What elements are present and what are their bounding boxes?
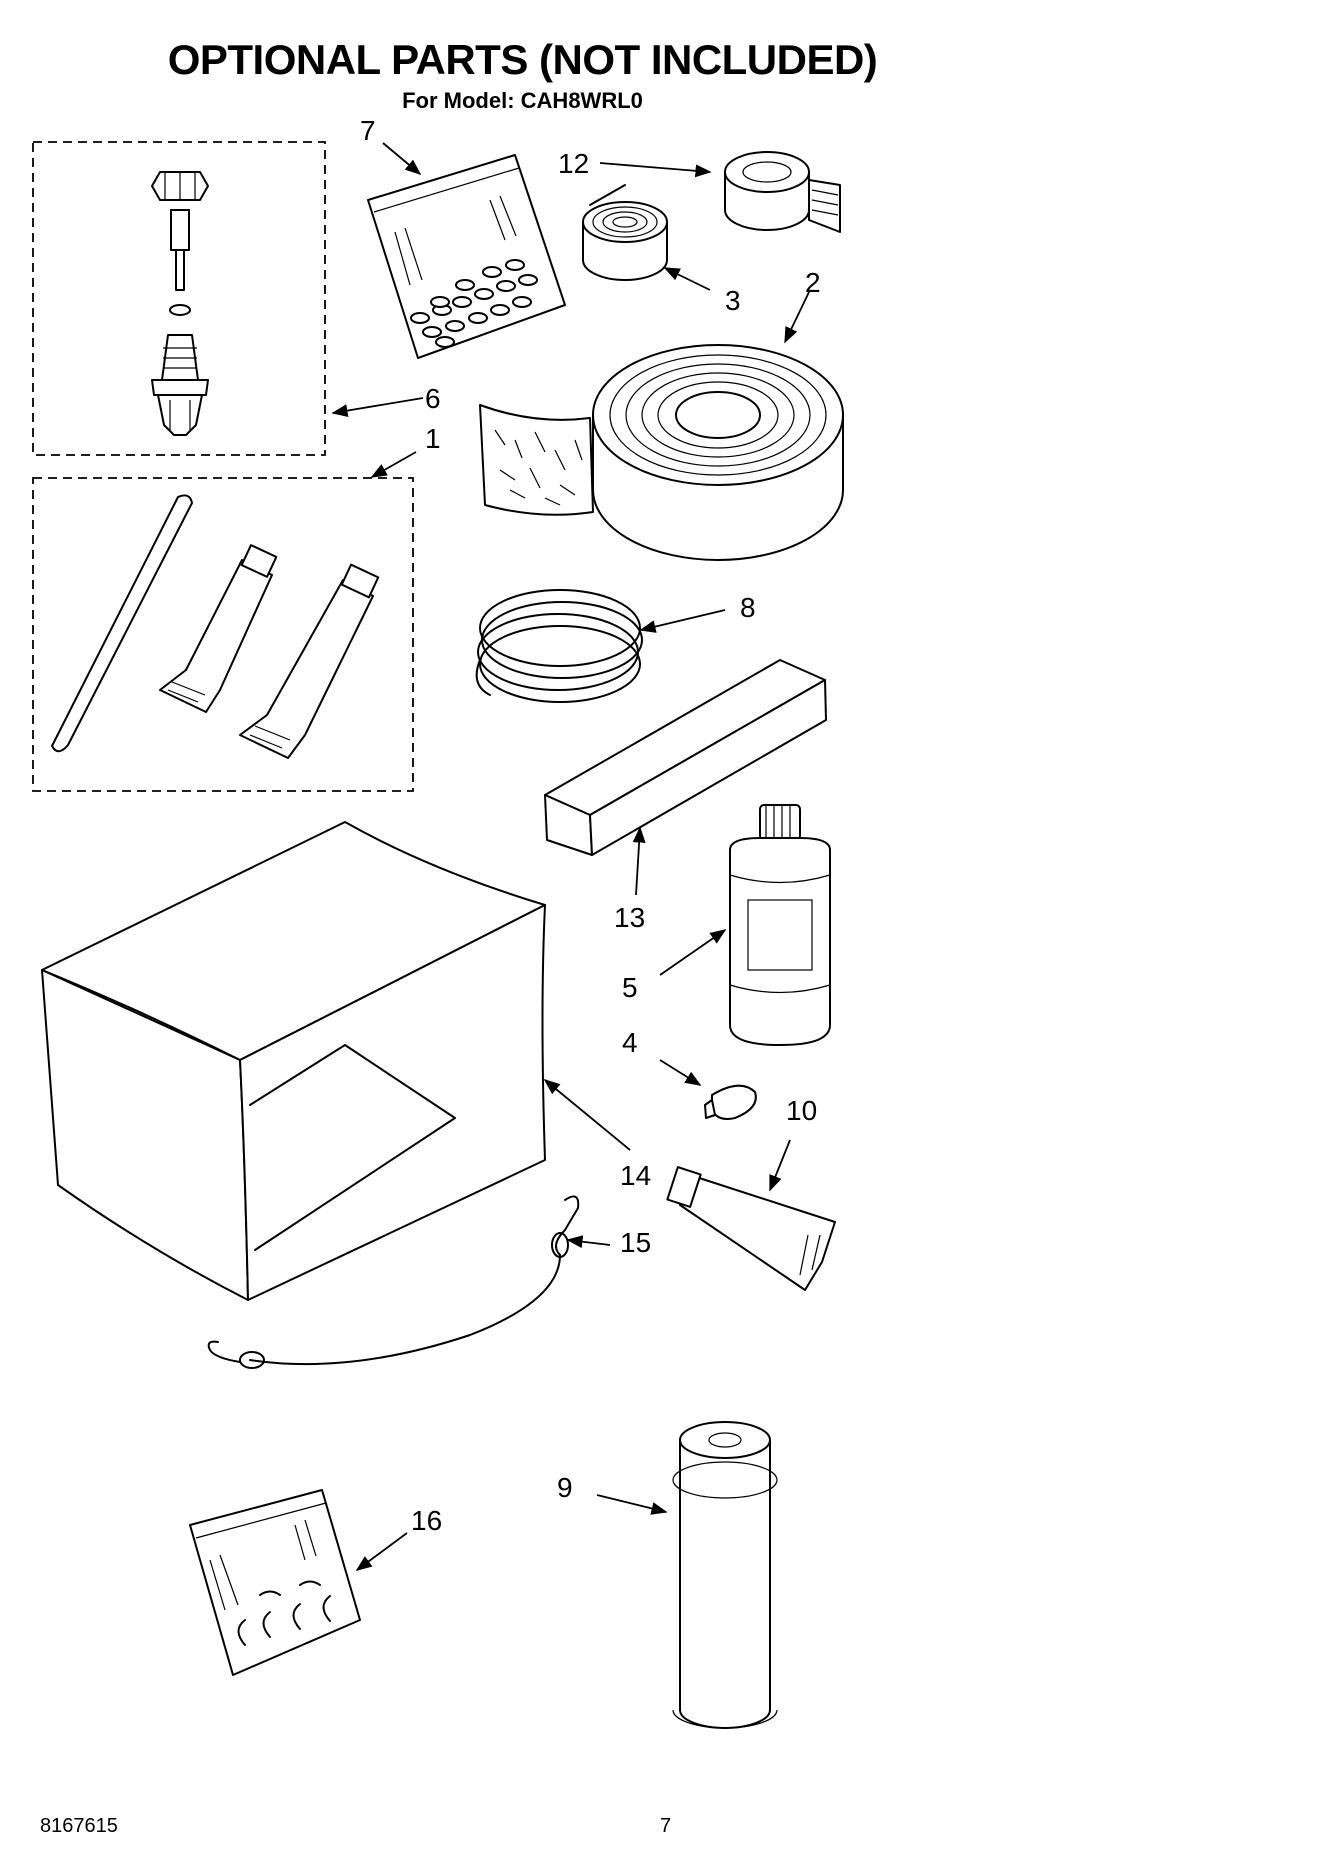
part-6-valve-kit: [32, 141, 326, 456]
callout-14: 14: [620, 1160, 651, 1191]
callout-4: 4: [622, 1027, 638, 1058]
part-3-tape-roll: [582, 184, 668, 281]
callout-3: 3: [725, 285, 741, 316]
callout-numbers: 7 12 3 2 6 1 8 13 5 4 10 14 15 9 16: [360, 115, 821, 1536]
part-1-sealant-kit: [32, 477, 414, 792]
callout-2: 2: [805, 267, 821, 298]
callout-8: 8: [740, 592, 756, 623]
part-9-can: [672, 1421, 778, 1729]
part-14-cover: [41, 821, 546, 1301]
part-8-coil: [475, 589, 643, 703]
part-5-bottle: [729, 804, 831, 1046]
callout-5: 5: [622, 972, 638, 1003]
page-title: OPTIONAL PARTS (NOT INCLUDED): [167, 36, 878, 83]
part-13-foam-block: [544, 659, 827, 856]
leader-lines: [331, 142, 811, 1571]
model-subtitle: For Model: CAH8WRL0: [402, 88, 643, 113]
part-2-insulation-roll: [479, 344, 844, 561]
callout-7: 7: [360, 115, 376, 146]
callout-6: 6: [425, 383, 441, 414]
callout-12: 12: [558, 148, 589, 179]
callout-15: 15: [620, 1227, 651, 1258]
callout-1: 1: [425, 423, 441, 454]
page-number: 7: [660, 1815, 672, 1837]
document-number: 8167615: [40, 1815, 118, 1837]
callout-9: 9: [557, 1472, 573, 1503]
part-4-plug: [704, 1084, 757, 1120]
part-12-tape-roll: [724, 151, 841, 233]
kit-6-dashed-frame: [32, 141, 326, 456]
part-10-tube: [666, 1166, 836, 1291]
part-7-screw-bag: [367, 154, 566, 359]
callout-16: 16: [411, 1505, 442, 1536]
callout-10: 10: [786, 1095, 817, 1126]
part-16-clip-bag: [189, 1489, 361, 1676]
callout-13: 13: [614, 902, 645, 933]
